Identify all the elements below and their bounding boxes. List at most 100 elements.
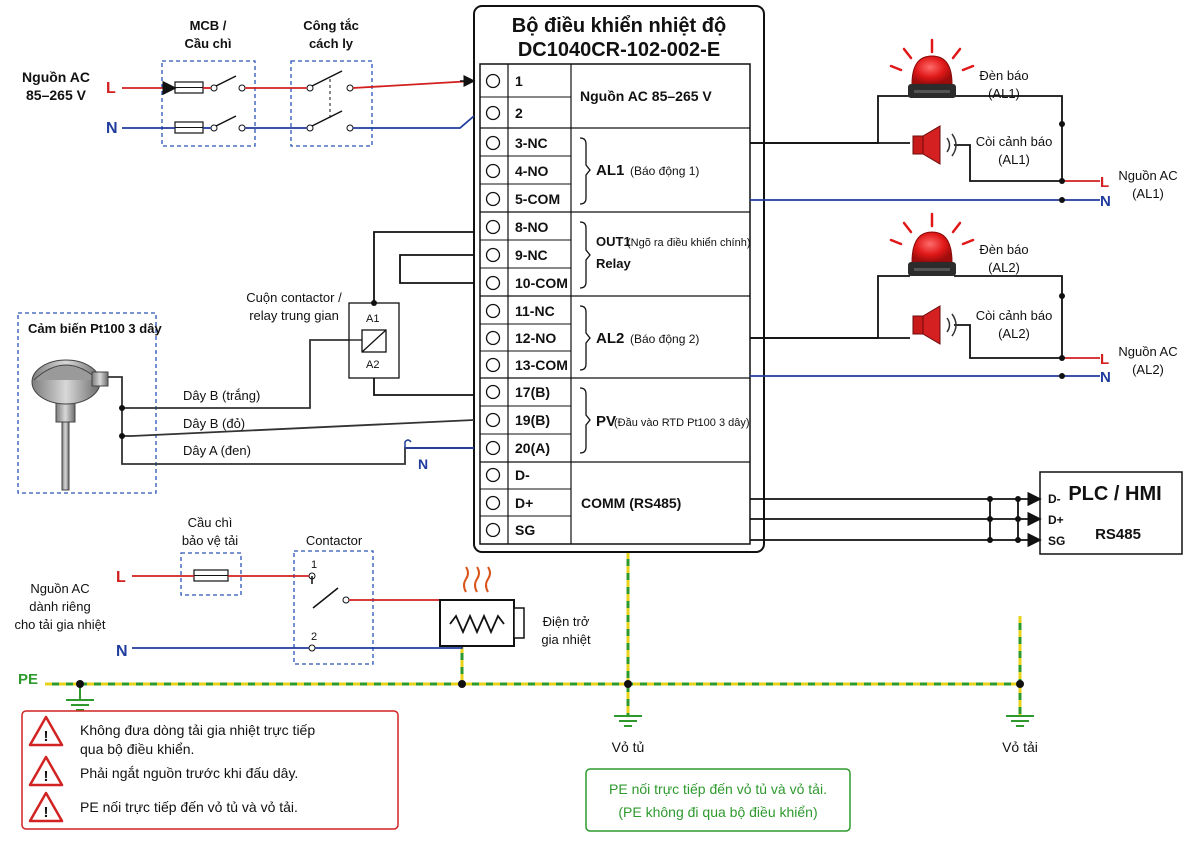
terminal-label: 11-NC <box>515 303 555 319</box>
wire-b-white-label: Dây B (trắng) <box>183 388 260 403</box>
mcb-label-2: Cầu chì <box>185 36 232 51</box>
terminal-screw <box>485 440 501 456</box>
group-al1-code: AL1 <box>596 162 624 179</box>
al2-wiring <box>750 275 1063 359</box>
svg-text:!: ! <box>44 768 49 785</box>
supply-label-1: Nguồn AC <box>22 69 90 85</box>
terminal-label: 13-COM <box>515 357 568 373</box>
terminal-label: D+ <box>515 495 533 511</box>
al1-src-label-1: Nguồn AC <box>1118 168 1177 183</box>
relay-title-2: relay trung gian <box>249 308 339 323</box>
terminal-label: 4-NO <box>515 163 549 179</box>
group-comm-label: COMM (RS485) <box>581 495 681 511</box>
al1-src-label-2: (AL1) <box>1132 186 1164 201</box>
terminal-screw <box>485 357 501 373</box>
group-pv-code: PV <box>596 413 616 430</box>
terminal-screw <box>485 412 501 428</box>
terminal-screw <box>485 191 501 207</box>
al2-horn-label-2: (AL2) <box>998 326 1030 341</box>
al2-lamp-label-2: (AL2) <box>988 260 1020 275</box>
isolator-label-2: cách ly <box>309 36 354 51</box>
terminal-label: 12-NO <box>515 330 556 346</box>
warning-text-1: Không đưa dòng tải gia nhiệt trực tiếp <box>80 722 315 738</box>
load-n-wire <box>132 612 463 649</box>
horn-icon <box>912 125 957 165</box>
warning-lamp-icon <box>889 38 975 98</box>
al1-horn-label-1: Còi cảnh báo <box>976 134 1053 149</box>
controller-model: DC1040CR-102-002-E <box>518 39 720 61</box>
al2-n-label: N <box>1100 369 1111 386</box>
relay-a1-label: A1 <box>366 313 379 325</box>
plc-hmi-box <box>1039 471 1183 555</box>
al2-src-label-2: (AL2) <box>1132 362 1164 377</box>
terminal-screw <box>485 275 501 291</box>
al1-n-label: N <box>1100 193 1111 210</box>
terminal-label: D- <box>515 467 530 483</box>
al1-lamp-label-2: (AL1) <box>988 86 1020 101</box>
supply-label-2: 85–265 V <box>26 87 87 103</box>
terminal-label: 20(A) <box>515 440 550 456</box>
load-l-wire <box>132 575 440 601</box>
terminal-screw <box>485 247 501 263</box>
al1-wiring <box>750 95 1063 182</box>
load-fuse-label-2: bảo vệ tải <box>182 533 238 548</box>
plc-d-plus: D+ <box>1048 513 1064 527</box>
ground-icon <box>66 699 94 711</box>
al2-l-label: L <box>1100 351 1109 368</box>
plc-title: PLC / HMI <box>1068 483 1161 505</box>
contactor-pin-2: 2 <box>311 631 317 643</box>
terminal-screw <box>485 522 501 538</box>
isolator-label-1: Công tắc <box>303 18 359 33</box>
group-al1-desc: (Báo động 1) <box>630 164 699 178</box>
terminal-label: 5-COM <box>515 191 560 207</box>
sensor-box <box>17 312 157 494</box>
warning-icon: ! <box>28 755 64 787</box>
al2-lamp-label-1: Đèn báo <box>979 242 1028 257</box>
terminal-label: 9-NC <box>515 247 548 263</box>
group-al2-code: AL2 <box>596 330 624 347</box>
load-fuse-label-1: Cầu chì <box>188 515 233 530</box>
terminal-labels: 1 2 3-NC 4-NO 5-COM 8-NO 9-NC 10-COM 11-… <box>515 73 568 538</box>
al1-lamp-label-1: Đèn báo <box>979 68 1028 83</box>
controller-title: Bộ điều khiển nhiệt độ <box>512 15 726 37</box>
group-power-label: Nguồn AC 85–265 V <box>580 88 712 104</box>
group-out1-desc: (Ngõ ra điều khiển chính) <box>627 237 751 249</box>
warning-text-3: Phải ngắt nguồn trước khi đấu dây. <box>80 765 298 781</box>
terminal-label: 10-COM <box>515 275 568 291</box>
wire-b-red-label: Dây B (đỏ) <box>183 416 245 431</box>
terminal-screw <box>485 105 501 121</box>
relay-coil-icon <box>348 302 400 379</box>
terminal-screw <box>485 135 501 151</box>
pe-wiring <box>45 552 1034 727</box>
load-src-label-1: Nguồn AC <box>30 581 89 596</box>
horn-icon <box>912 305 957 345</box>
al2-src-label-1: Nguồn AC <box>1118 344 1177 359</box>
controller <box>473 5 765 553</box>
warning-icon: ! <box>28 791 64 823</box>
terminal-label: 8-NO <box>515 219 549 235</box>
svg-text:!: ! <box>44 728 49 745</box>
warning-text-2: qua bộ điều khiển. <box>80 741 194 757</box>
heater-label-1: Điện trở <box>543 614 590 629</box>
contactor-label: Contactor <box>306 533 363 548</box>
terminal-screw <box>485 330 501 346</box>
terminal-label: 3-NC <box>515 135 548 151</box>
terminal-screw <box>485 495 501 511</box>
supply-l-label: L <box>106 80 116 97</box>
mcb-fuse <box>161 60 256 147</box>
svg-text:!: ! <box>44 804 49 821</box>
wire-a-black-label: Dây A (đen) <box>183 443 251 458</box>
terminal-screw <box>485 73 501 89</box>
mcb-label-1: MCB / <box>190 18 227 33</box>
load-fuse <box>180 552 242 596</box>
supply-n-wire <box>122 115 475 129</box>
relay-title-1: Cuộn contactor / <box>246 290 342 305</box>
terminal-label: 17(B) <box>515 384 550 400</box>
al1-l-label: L <box>1100 174 1109 191</box>
terminal-label: SG <box>515 522 535 538</box>
pe-note-line-2: (PE không đi qua bộ điều khiển) <box>618 804 817 820</box>
supply-n-label: N <box>106 120 118 137</box>
rs485-wiring <box>750 491 1042 548</box>
pe-note-line-1: PE nối trực tiếp đến vỏ tủ và vỏ tải. <box>609 781 827 797</box>
